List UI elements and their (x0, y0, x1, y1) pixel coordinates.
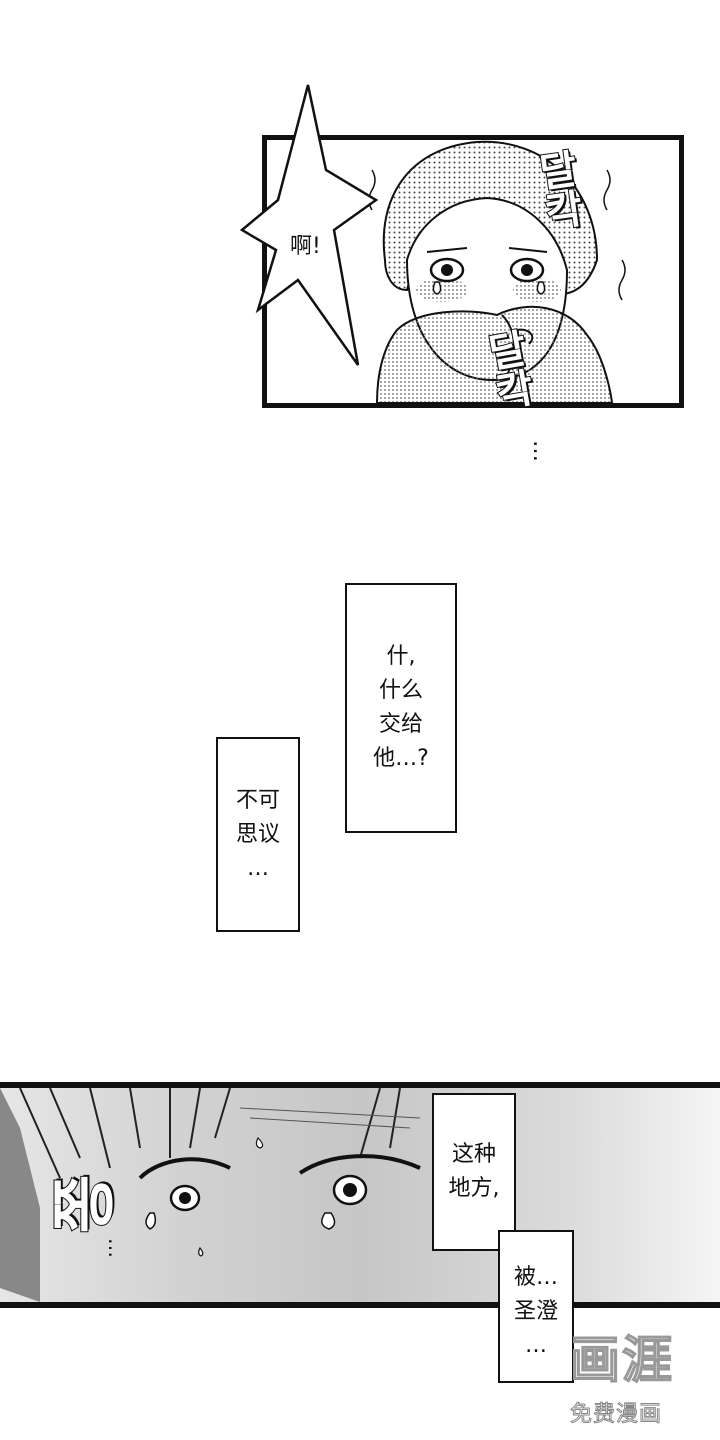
watermark-caption: 免费漫画 (569, 1402, 663, 1428)
caption-box-unbelievable: 不可 思议 … (216, 737, 300, 932)
caption-line: … (247, 855, 269, 881)
caption-box-what: 什, 什么 交给 他…? (345, 583, 457, 833)
manga-panel-top (262, 135, 684, 408)
spiky-speech-balloon (239, 84, 378, 366)
caption-line: 被… (513, 1264, 558, 1290)
caption-line: 什么 (378, 678, 423, 703)
caption-line: 不可 (235, 787, 280, 813)
caption-line: 什, (386, 644, 416, 669)
watermark-logo-text: 画涯 (569, 1330, 674, 1390)
watermark-logo: 画涯 免费漫画 (566, 1318, 690, 1430)
caption-box-by-shengcheng: 被… 圣澄 … (498, 1230, 574, 1383)
caption-line: 这种 (451, 1142, 496, 1167)
close-up-eyes-drawing (0, 1088, 421, 1302)
shout-text: 啊! (290, 234, 321, 259)
caption-line: 圣澄 (513, 1298, 558, 1324)
sfx-click-top: 달칵 (528, 146, 587, 234)
caption-line: 地方, (448, 1176, 500, 1201)
sfx-drip: 쫑 (47, 1174, 123, 1235)
caption-line: 思议 (235, 821, 280, 847)
caption-box-this-place: 这种 地方, (432, 1093, 516, 1251)
sfx-ellipsis-bottom: … (104, 1238, 128, 1258)
manga-panel-bottom: 쫑 … (0, 1082, 720, 1308)
caption-line: 交给 (378, 712, 423, 737)
caption-line: … (525, 1332, 547, 1358)
sfx-ellipsis-top: … (528, 440, 553, 462)
crying-character-drawing (368, 140, 626, 403)
caption-line: 他…? (373, 746, 429, 771)
